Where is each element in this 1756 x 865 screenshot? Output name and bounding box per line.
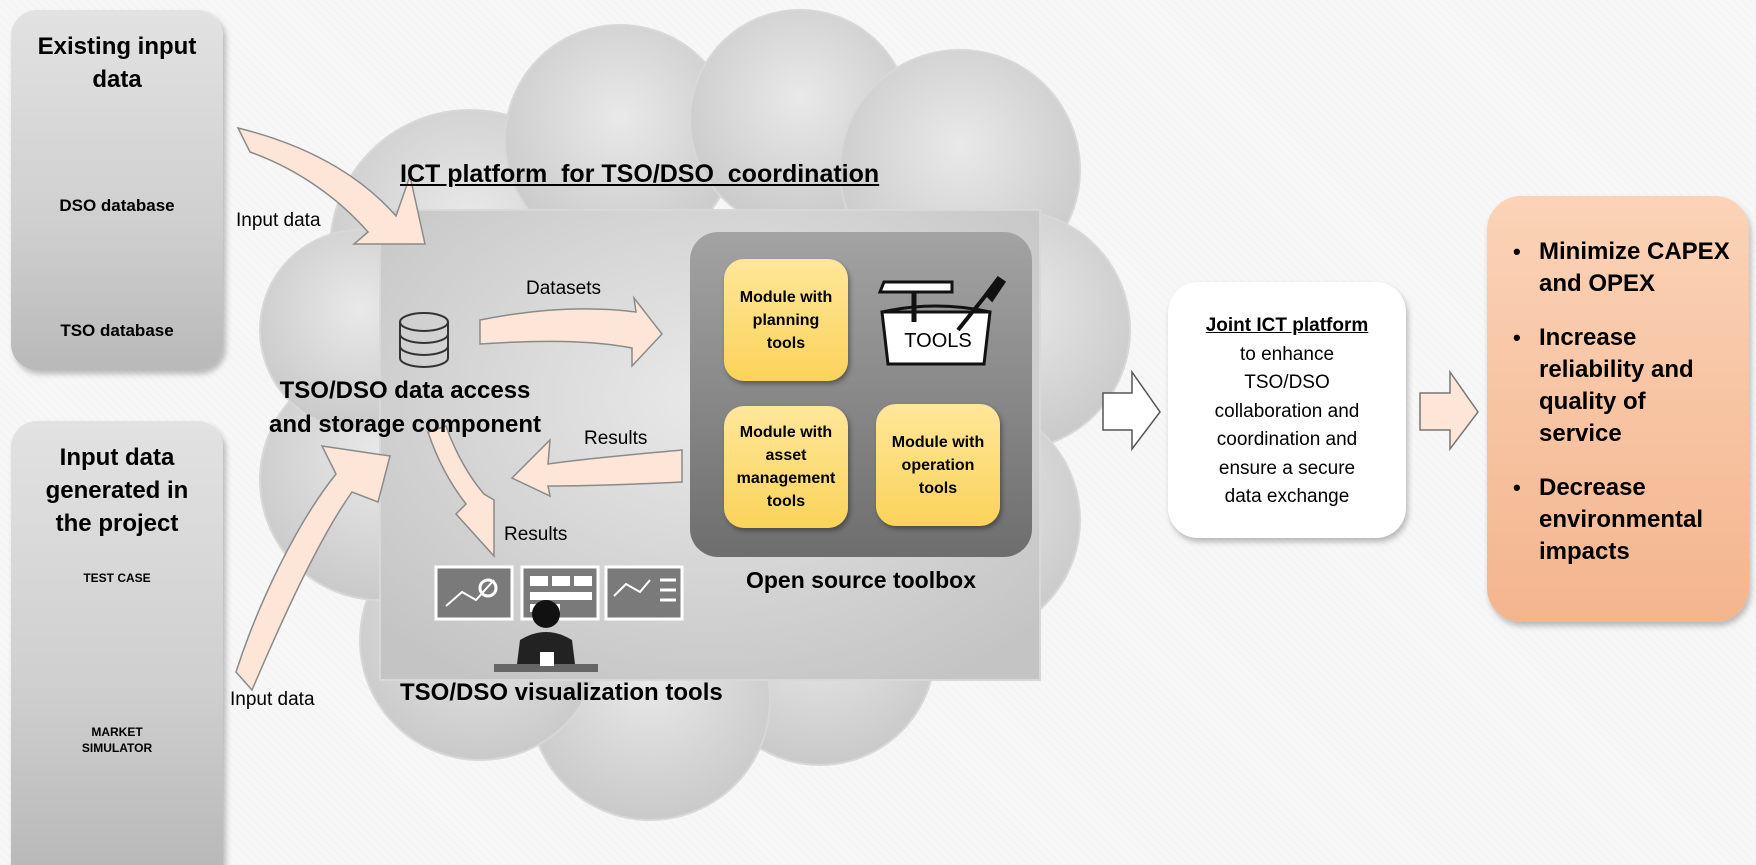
joint-line: TSO/DSO [1244,372,1330,393]
joint-line: to enhance [1239,343,1335,365]
results-arrow-left [510,438,683,498]
tso-database-label: TSO database [60,321,174,340]
arrow-to-joint [1102,369,1161,452]
tools-icon-text: TOOLS [904,330,972,352]
cloud-title: ICT platform for TSO/DSO coordination [400,160,880,188]
tools-icon [877,275,1007,366]
arrow-to-benefits [1419,369,1479,452]
joint-line: coordination and [1216,429,1358,450]
dso-database-label: DSO database [59,196,175,215]
input-arrow-top [236,126,426,245]
input-data-label-bottom: Input data [230,689,315,710]
test-case-label: TEST CASE [83,571,151,585]
database-icon-storage [399,312,449,368]
visualization-icon [434,565,684,672]
results-label-left: Results [584,428,648,449]
joint-line: data exchange [1224,486,1350,507]
toolbox-label: Open source toolbox [745,567,977,593]
joint-platform-box: Joint ICT platform to enhance TSO/DSO co… [1168,282,1406,538]
results-label-down: Results [504,524,568,545]
input-data-label-top: Input data [236,210,321,231]
joint-platform-heading: Joint ICT platform [1205,315,1369,336]
datasets-label: Datasets [526,278,601,299]
joint-line: ensure a secure [1218,457,1356,479]
results-arrow-down [427,425,495,558]
joint-line: collaboration and [1214,400,1360,422]
input-arrow-bottom [235,445,391,692]
datasets-arrow [479,295,663,368]
visualization-tools-label: TSO/DSO visualization tools [400,679,723,706]
